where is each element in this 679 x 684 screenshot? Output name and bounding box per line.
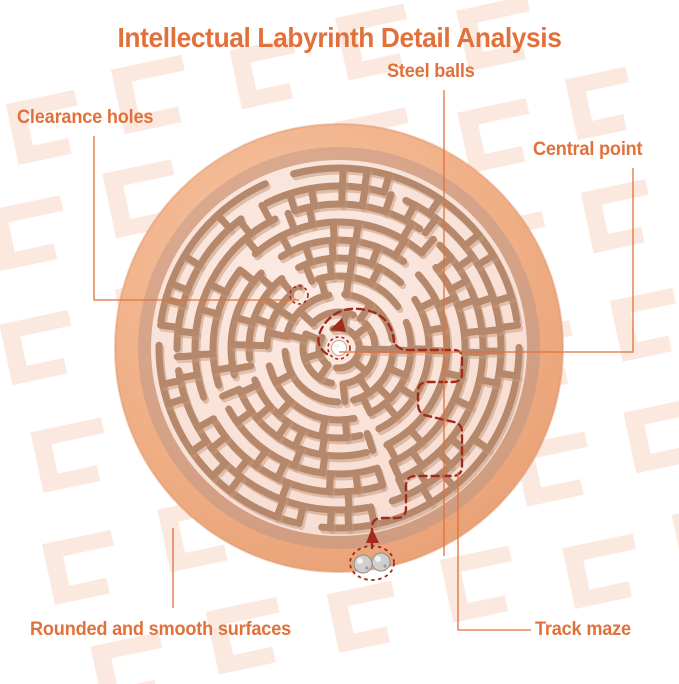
callout-label-clearance-holes: Clearance holes	[17, 106, 154, 128]
steel-balls-group	[349, 545, 395, 581]
track-entry-arrow	[366, 528, 379, 543]
steel-ball-left	[353, 554, 373, 574]
steel-ball-right	[371, 552, 391, 572]
page-title: Intellectual Labyrinth Detail Analysis	[117, 22, 562, 53]
central-point-marker	[327, 336, 351, 360]
callout-label-central-point: Central point	[533, 138, 643, 160]
callout-label-track-maze: Track maze	[535, 618, 631, 640]
callout-label-rounded-smooth-surfaces: Rounded and smooth surfaces	[30, 618, 291, 640]
callout-label-steel-balls: Steel balls	[387, 60, 475, 82]
